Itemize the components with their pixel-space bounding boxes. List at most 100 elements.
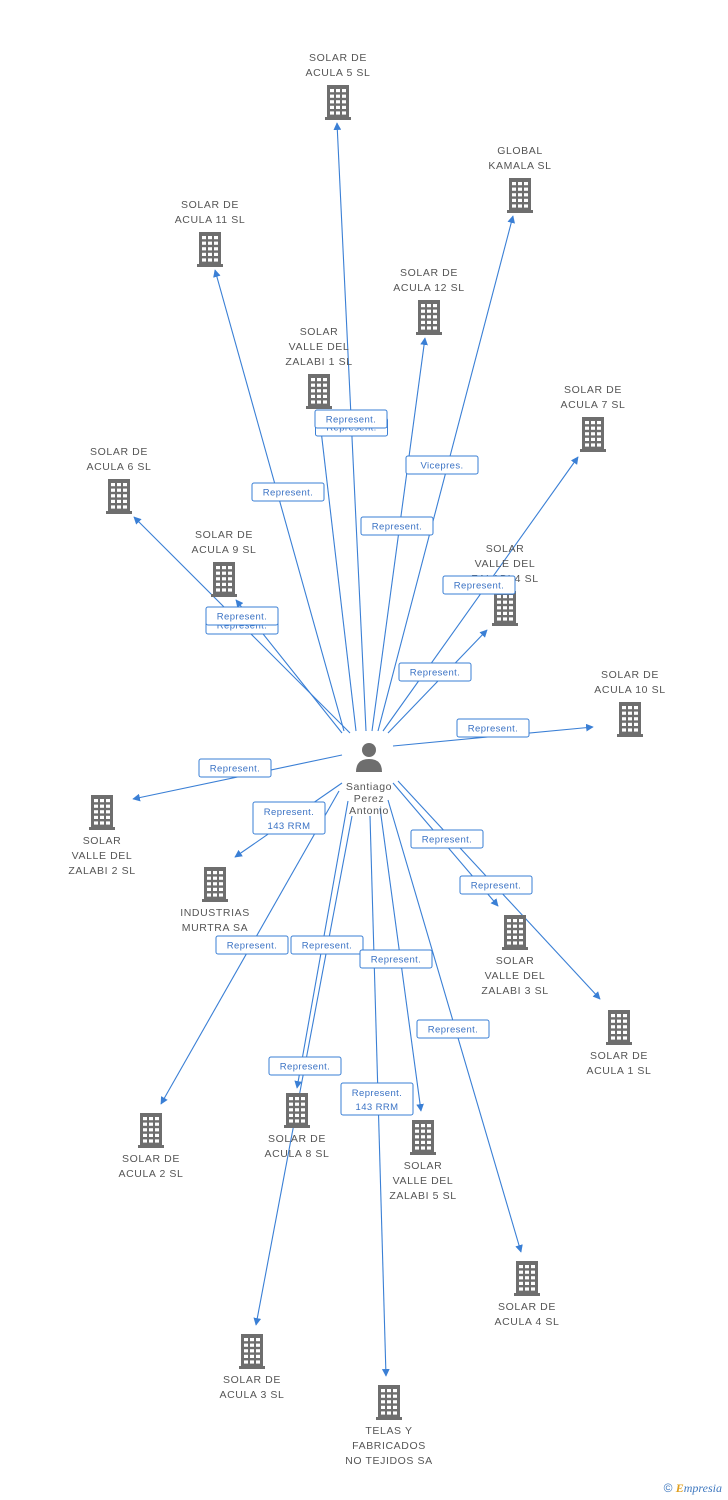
- company-label-line: ZALABI 5 SL: [389, 1190, 456, 1202]
- company-label-line: SOLAR DE: [400, 267, 458, 279]
- edge-label-text: 143 RRM: [268, 821, 311, 832]
- person-icon: [356, 743, 382, 772]
- building-icon: [89, 795, 115, 830]
- company-label-line: ACULA 9 SL: [192, 544, 257, 556]
- edge-label-text: Represent.: [326, 415, 376, 426]
- edge-label-global[interactable]: Vicepres.: [405, 455, 479, 475]
- footer-brand: © Empresia: [664, 1481, 722, 1496]
- company-label-line: VALLE DEL: [72, 850, 133, 862]
- edge-label-acula8[interactable]: Represent.: [268, 1056, 342, 1076]
- edge-label-acula9[interactable]: Represent.: [205, 606, 279, 626]
- edge-label-text: Represent.: [468, 724, 518, 735]
- company-label-line: VALLE DEL: [475, 558, 536, 570]
- building-icon: [580, 417, 606, 452]
- edge-label-text: Vicepres.: [420, 461, 463, 472]
- edge-label-text: Represent.: [217, 621, 267, 632]
- company-label-line: ACULA 2 SL: [119, 1168, 184, 1180]
- company-label-line: TELAS Y: [365, 1425, 412, 1437]
- edge-label-zalabi3[interactable]: Represent.: [410, 829, 484, 849]
- edge-label-text: Represent.: [210, 764, 260, 775]
- building-icon: [416, 300, 442, 335]
- edge-label-acula3[interactable]: Represent.: [290, 935, 364, 955]
- company-node-acula2[interactable]: SOLAR DE ACULA 2 SL: [119, 1113, 184, 1180]
- edge-label-text: Represent.: [410, 668, 460, 679]
- company-label-line: ACULA 3 SL: [220, 1389, 285, 1401]
- company-label-line: ACULA 6 SL: [87, 461, 152, 473]
- company-label-line: ACULA 8 SL: [265, 1148, 330, 1160]
- edge-label-telas[interactable]: Represent.143 RRM: [340, 1082, 414, 1116]
- edge-label-acula2[interactable]: Represent.: [215, 935, 289, 955]
- edge-label-acula10[interactable]: Represent.: [456, 718, 530, 738]
- edge-labels-layer: Represent.Vicepres.Represent.Represent.R…: [198, 409, 533, 1116]
- company-label-line: SOLAR DE: [122, 1153, 180, 1165]
- company-label-line: ACULA 7 SL: [561, 399, 626, 411]
- building-icon: [514, 1261, 540, 1296]
- building-icon: [507, 178, 533, 213]
- edge-label-text: Represent.: [227, 941, 277, 952]
- company-label-line: ACULA 5 SL: [306, 67, 371, 79]
- building-icon: [284, 1093, 310, 1128]
- edge-label-text: Represent.: [471, 881, 521, 892]
- company-node-acula7[interactable]: SOLAR DE ACULA 7 SL: [561, 384, 626, 452]
- edge-label-zalabi5[interactable]: Represent.: [359, 949, 433, 969]
- edge-label-murtra[interactable]: Represent. 143 RRM: [252, 801, 326, 835]
- person-name-line: Perez: [354, 793, 384, 805]
- copyright-symbol: ©: [663, 1481, 673, 1495]
- edge-label-zalabi1[interactable]: Represent.: [314, 409, 388, 429]
- edge-label-text: Represent.: [217, 612, 267, 623]
- company-label-line: ACULA 1 SL: [587, 1065, 652, 1077]
- company-label-line: SOLAR DE: [564, 384, 622, 396]
- company-label-line: SOLAR DE: [195, 529, 253, 541]
- building-icon: [410, 1120, 436, 1155]
- company-node-acula12[interactable]: SOLAR DE ACULA 12 SL: [393, 267, 464, 335]
- edge-label-text: Represent.: [454, 581, 504, 592]
- company-label-line: SOLAR: [486, 543, 525, 555]
- company-label-line: SOLAR: [496, 955, 535, 967]
- building-icon: [617, 702, 643, 737]
- person-name-line: Antonio: [349, 805, 389, 817]
- edge-label-acula7[interactable]: Represent.: [442, 575, 516, 595]
- edge-label-text: Represent.: [422, 835, 472, 846]
- company-node-acula1[interactable]: SOLAR DE ACULA 1 SL: [587, 1010, 652, 1077]
- edge-label-text: Represent.: [263, 488, 313, 499]
- edge-label-text: Represent.: [372, 522, 422, 533]
- edge-label-acula1[interactable]: Represent.: [459, 875, 533, 895]
- edge-label-zalabi2[interactable]: Represent.: [198, 758, 272, 778]
- company-label-line: SOLAR DE: [590, 1050, 648, 1062]
- building-icon: [211, 562, 237, 597]
- edge-label-text: Represent.: [264, 807, 314, 818]
- company-label-line: FABRICADOS: [352, 1440, 426, 1452]
- company-label-line: SOLAR DE: [601, 669, 659, 681]
- building-icon: [606, 1010, 632, 1045]
- edge-label-zalabi4[interactable]: Represent.: [398, 662, 472, 682]
- edge-label-text: Represent.: [371, 955, 421, 966]
- edge-label-acula12[interactable]: Represent.: [360, 516, 434, 536]
- edge-label-acula4[interactable]: Represent.: [416, 1019, 490, 1039]
- building-icon: [138, 1113, 164, 1148]
- edge-label-text: Represent.: [428, 1025, 478, 1036]
- building-icon: [502, 915, 528, 950]
- company-label-line: ZALABI 3 SL: [481, 985, 548, 997]
- building-icon: [197, 232, 223, 267]
- person-name-line: Santiago: [346, 781, 392, 793]
- company-node-acula9[interactable]: SOLAR DE ACULA 9 SL: [192, 529, 257, 597]
- company-label-line: VALLE DEL: [393, 1175, 454, 1187]
- edge-label-acula11[interactable]: Represent.: [251, 482, 325, 502]
- company-label-line: ACULA 12 SL: [393, 282, 464, 294]
